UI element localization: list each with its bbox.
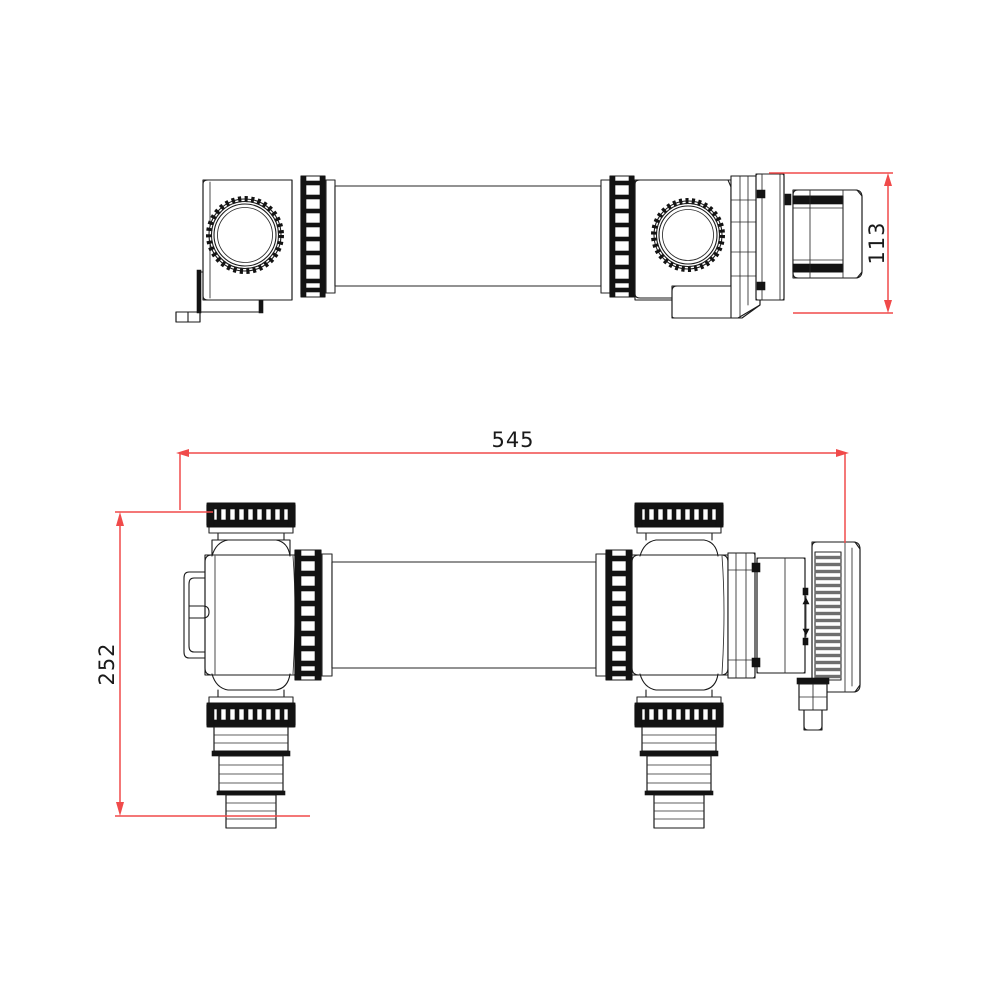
left-side-clip bbox=[183, 571, 210, 659]
right-bottom-knurled-cap bbox=[634, 696, 724, 728]
power-cable-gland bbox=[796, 677, 830, 731]
right-union-nut bbox=[600, 175, 635, 298]
cap-knurl-ribs bbox=[644, 507, 713, 522]
dim-545-label: 545 bbox=[491, 428, 534, 452]
cable-gland bbox=[792, 189, 863, 279]
left-union-nut-bottom bbox=[294, 549, 333, 681]
center-sleeve-assembly bbox=[294, 549, 633, 681]
top-view bbox=[175, 173, 863, 323]
left-threaded-cap bbox=[206, 196, 284, 274]
cap-knurl-ribs bbox=[644, 707, 713, 722]
dim-252-label: 252 bbox=[95, 642, 119, 685]
cap-knurl-ribs bbox=[216, 507, 285, 522]
left-top-knurled-cap bbox=[206, 502, 296, 534]
left-hose-barb bbox=[211, 726, 291, 829]
quartz-sleeve-tube bbox=[331, 561, 597, 669]
right-top-knurled-cap bbox=[634, 502, 724, 534]
finned-heatsink-cover bbox=[811, 541, 861, 693]
cap-knurl-ring bbox=[206, 196, 284, 274]
dim-height-113: 113 bbox=[769, 172, 893, 314]
ballast-module bbox=[730, 173, 792, 319]
right-threaded-cap bbox=[651, 198, 725, 272]
dim-113-label: 113 bbox=[865, 221, 889, 264]
dim-height-252: 252 bbox=[95, 511, 310, 817]
union-nut-ribs bbox=[613, 180, 631, 293]
cap-knurl-ribs bbox=[216, 707, 285, 722]
right-tee-body bbox=[631, 554, 729, 676]
left-union-nut bbox=[300, 175, 336, 298]
right-union-nut-bottom bbox=[595, 549, 633, 681]
union-nut-ribs bbox=[304, 180, 322, 293]
right-hose-barb bbox=[639, 726, 719, 829]
left-tee-assembly bbox=[183, 502, 301, 829]
quartz-sleeve-body bbox=[334, 185, 602, 287]
ballast-module-bottom bbox=[727, 541, 861, 731]
right-tee-assembly bbox=[631, 502, 729, 829]
ballast-inner-block bbox=[751, 557, 810, 674]
bottom-view bbox=[183, 502, 861, 829]
left-bottom-knurled-cap bbox=[206, 696, 296, 728]
dim-length-545: 545 bbox=[176, 428, 849, 543]
heatsink-fins bbox=[814, 555, 842, 679]
left-tee-body bbox=[204, 554, 301, 676]
